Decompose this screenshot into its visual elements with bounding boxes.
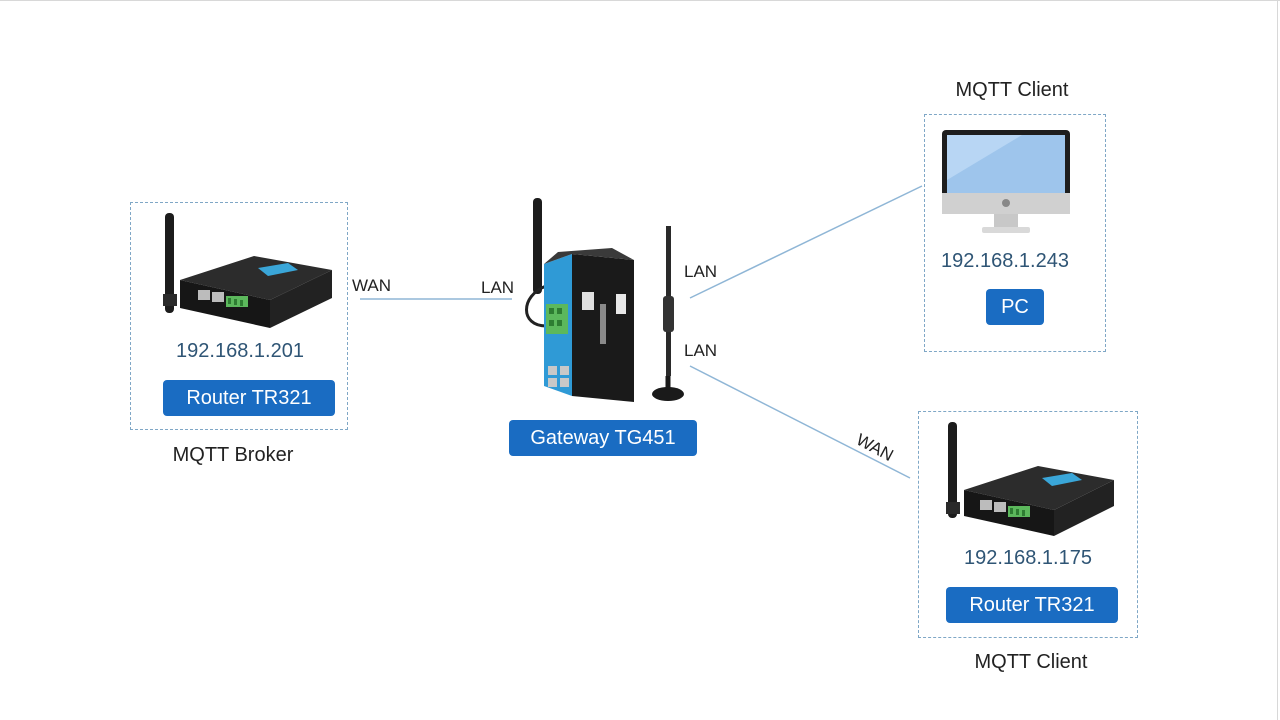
pc-box: [924, 114, 1106, 352]
gateway-tag: Gateway TG451: [509, 420, 697, 456]
gateway-lan-bottom-label: LAN: [684, 341, 718, 360]
broker-box: [130, 202, 348, 430]
client-router-box: [918, 411, 1138, 638]
broker-ip: 192.168.1.201: [176, 340, 304, 362]
broker-tag: Router TR321: [163, 380, 335, 416]
router-icon: [163, 213, 332, 328]
gateway-lan-left-label: LAN: [481, 278, 515, 297]
pc-ip: 192.168.1.243: [941, 250, 1069, 272]
link-gateway-pc: [689, 185, 923, 299]
gateway-lan-top-label: LAN: [684, 262, 718, 281]
router-icon: [946, 422, 1114, 536]
client-router-tag: Router TR321: [946, 587, 1118, 623]
pc-caption: MQTT Client: [955, 79, 1069, 101]
pc-tag: PC: [986, 289, 1044, 325]
broker-wan-label: WAN: [352, 276, 392, 295]
link-gateway-client-router: [689, 365, 911, 479]
client-router-caption: MQTT Client: [974, 651, 1088, 673]
client-router-ip: 192.168.1.175: [964, 547, 1092, 569]
frame-top: [0, 0, 1280, 1]
broker-caption: MQTT Broker: [172, 444, 294, 466]
monitor-icon: [942, 130, 1070, 233]
frame-right: [1277, 0, 1278, 720]
gateway-icon: [525, 198, 684, 402]
